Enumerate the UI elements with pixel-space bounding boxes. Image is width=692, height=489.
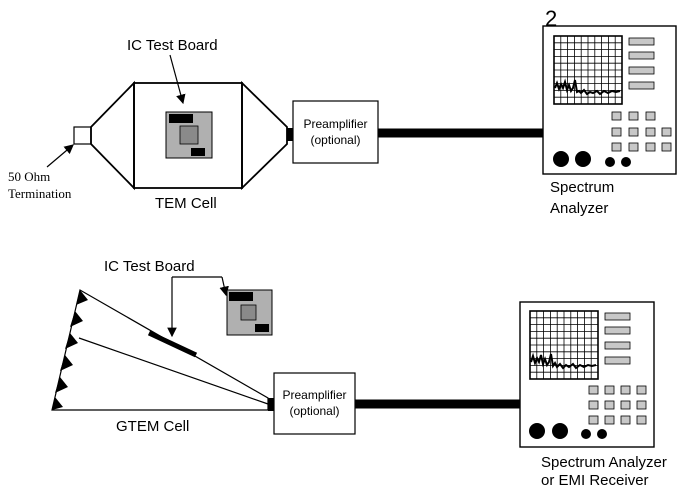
bottom-setup: IC Test Board GTEM Cell bbox=[51, 258, 667, 489]
bottom-preamp-line2: (optional) bbox=[289, 404, 339, 418]
top-spectrum-analyzer bbox=[542, 25, 677, 175]
termination-block bbox=[73, 126, 92, 145]
bottom-board-arrow-right bbox=[219, 276, 229, 297]
top-board-arrow bbox=[169, 54, 186, 105]
top-analyzer-label-line2: Analyzer bbox=[550, 200, 608, 217]
top-preamplifier bbox=[292, 100, 379, 164]
top-setup: IC Test Board 50 Ohm Termination TEM Cel… bbox=[8, 6, 677, 217]
top-cell-connector bbox=[287, 128, 293, 141]
bottom-cable bbox=[355, 399, 543, 428]
bottom-preamplifier bbox=[273, 372, 356, 435]
bottom-cell-connector bbox=[268, 398, 274, 411]
bottom-analyzer-keypad bbox=[588, 385, 647, 425]
termination-label-line1: 50 Ohm bbox=[8, 169, 50, 184]
top-board-label: IC Test Board bbox=[127, 37, 218, 54]
top-ic-test-board bbox=[165, 111, 213, 159]
top-analyzer-number: 2 bbox=[545, 6, 557, 31]
tem-cell bbox=[90, 80, 288, 191]
termination-label-line2: Termination bbox=[8, 186, 72, 201]
termination-arrow bbox=[46, 144, 74, 168]
gtem-septum-board bbox=[147, 330, 198, 358]
top-analyzer-softkeys bbox=[628, 37, 655, 90]
top-analyzer-knobs bbox=[553, 151, 631, 167]
gtem-cell-label: GTEM Cell bbox=[116, 418, 189, 435]
top-preamp-line2: (optional) bbox=[310, 133, 360, 147]
bottom-ic-test-board bbox=[226, 289, 273, 336]
bottom-analyzer-label-line1: Spectrum Analyzer bbox=[541, 454, 667, 471]
top-analyzer-keypad bbox=[611, 111, 672, 152]
top-preamp-line1: Preamplifier bbox=[303, 117, 367, 131]
gtem-absorbers bbox=[52, 290, 88, 410]
bottom-analyzer-knobs bbox=[529, 423, 607, 439]
bottom-preamp-line1: Preamplifier bbox=[282, 388, 346, 402]
top-analyzer-label-line1: Spectrum bbox=[550, 179, 614, 196]
top-cable bbox=[378, 128, 568, 157]
bottom-analyzer-label-line2: or EMI Receiver bbox=[541, 472, 649, 489]
bottom-board-label: IC Test Board bbox=[104, 258, 195, 275]
top-analyzer-screen bbox=[553, 35, 623, 105]
bottom-spectrum-analyzer bbox=[519, 301, 655, 448]
bottom-analyzer-softkeys bbox=[604, 312, 631, 365]
bottom-analyzer-screen bbox=[529, 310, 599, 380]
tem-cell-label: TEM Cell bbox=[155, 195, 217, 212]
